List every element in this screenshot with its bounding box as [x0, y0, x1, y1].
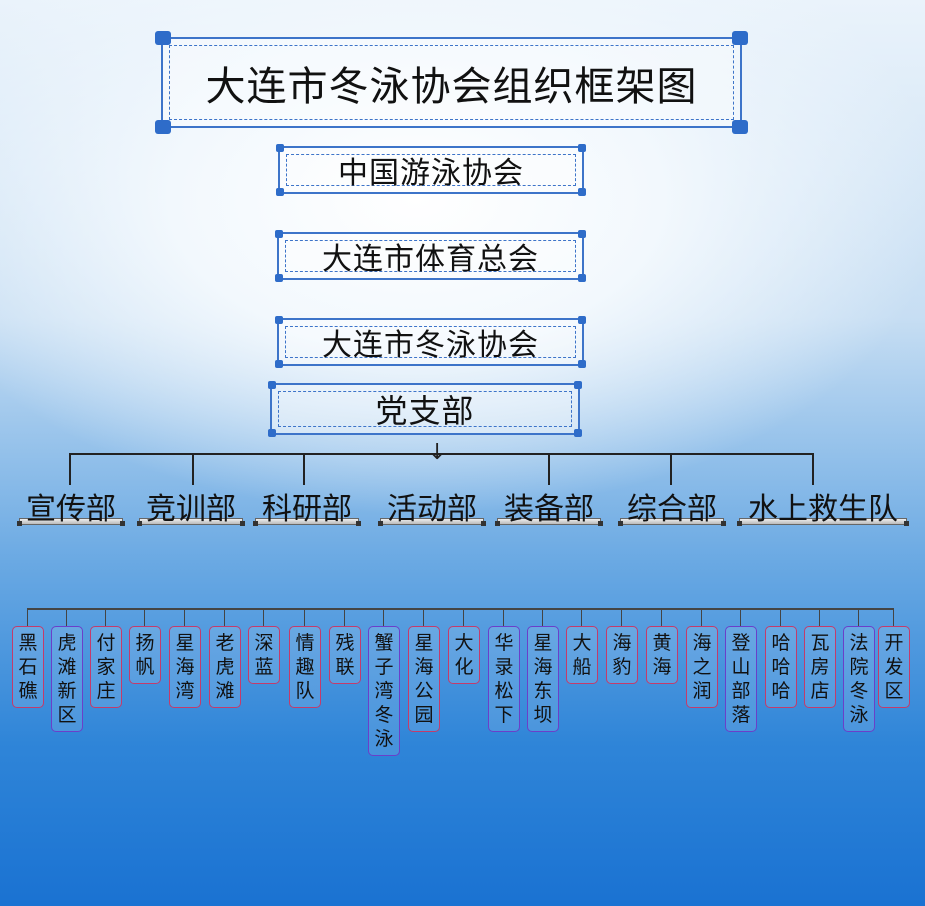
club-connector-drop: [621, 608, 623, 626]
club-connector-drop: [780, 608, 782, 626]
down-arrow-icon: ↓: [428, 440, 447, 465]
club-box: 开发区: [878, 626, 910, 708]
dept-connector-bar: [69, 453, 812, 455]
club-box: 扬帆: [129, 626, 161, 684]
department-research: 科研部: [253, 487, 361, 527]
club-box: 大船: [566, 626, 598, 684]
club-box: 星海湾: [169, 626, 201, 708]
connector-drop: [670, 453, 672, 485]
club-box: 大化: [448, 626, 480, 684]
club-connector-drop: [661, 608, 663, 626]
department-training: 竞训部: [137, 487, 245, 527]
chart-title: 大连市冬泳协会组织框架图: [205, 63, 698, 110]
club-connector-drop: [423, 608, 425, 626]
club-box: 海之润: [686, 626, 718, 708]
club-connector-drop: [304, 608, 306, 626]
club-box: 蟹子湾冬泳: [368, 626, 400, 756]
club-box: 华录松下: [488, 626, 520, 732]
club-connector-drop: [463, 608, 465, 626]
connector-drop: [812, 453, 814, 485]
club-connector-drop: [893, 608, 895, 626]
club-box: 老虎滩: [209, 626, 241, 708]
club-connector-drop: [858, 608, 860, 626]
club-box: 深蓝: [248, 626, 280, 684]
club-connector-drop: [263, 608, 265, 626]
club-box: 残联: [329, 626, 361, 684]
club-connector-drop: [27, 608, 29, 626]
club-connector-drop: [184, 608, 186, 626]
club-connector-drop: [740, 608, 742, 626]
club-box: 付家庄: [90, 626, 122, 708]
club-connector-drop: [224, 608, 226, 626]
org-label: 中国游泳协会: [338, 156, 524, 191]
connector-drop: [548, 453, 550, 485]
department-equipment: 装备部: [495, 487, 603, 527]
connector-drop: [192, 453, 194, 485]
club-connector-drop: [144, 608, 146, 626]
org-label: 大连市冬泳协会: [322, 328, 539, 363]
department-general: 综合部: [618, 487, 726, 527]
org-box-national: 中国游泳协会: [276, 144, 586, 196]
club-box: 虎滩新区: [51, 626, 83, 732]
connector-drop: [69, 453, 71, 485]
title-box: 大连市冬泳协会组织框架图: [155, 31, 748, 134]
org-label: 大连市体育总会: [322, 242, 539, 277]
club-connector-drop: [701, 608, 703, 626]
club-box: 哈哈哈: [765, 626, 797, 708]
club-connector-drop: [105, 608, 107, 626]
org-box-association: 大连市冬泳协会: [275, 316, 586, 368]
club-connector-drop: [503, 608, 505, 626]
org-box-sports: 大连市体育总会: [275, 230, 586, 282]
club-connector-drop: [819, 608, 821, 626]
club-connector-drop: [542, 608, 544, 626]
club-box: 星海东坝: [527, 626, 559, 732]
department-activities: 活动部: [378, 487, 486, 527]
club-box: 情趣队: [289, 626, 321, 708]
department-lifeguard: 水上救生队: [737, 487, 909, 527]
club-box: 黄海: [646, 626, 678, 684]
club-box: 星海公园: [408, 626, 440, 732]
org-box-party: 党支部: [268, 381, 582, 437]
club-box: 瓦房店: [804, 626, 836, 708]
club-box: 登山部落: [725, 626, 757, 732]
club-box: 黑石礁: [12, 626, 44, 708]
club-connector-bar: [27, 608, 894, 610]
club-connector-drop: [66, 608, 68, 626]
org-label: 党支部: [375, 392, 475, 430]
club-connector-drop: [344, 608, 346, 626]
club-box: 海豹: [606, 626, 638, 684]
department-propaganda: 宣传部: [17, 487, 125, 527]
club-connector-drop: [581, 608, 583, 626]
club-box: 法院冬泳: [843, 626, 875, 732]
connector-drop: [303, 453, 305, 485]
club-connector-drop: [383, 608, 385, 626]
